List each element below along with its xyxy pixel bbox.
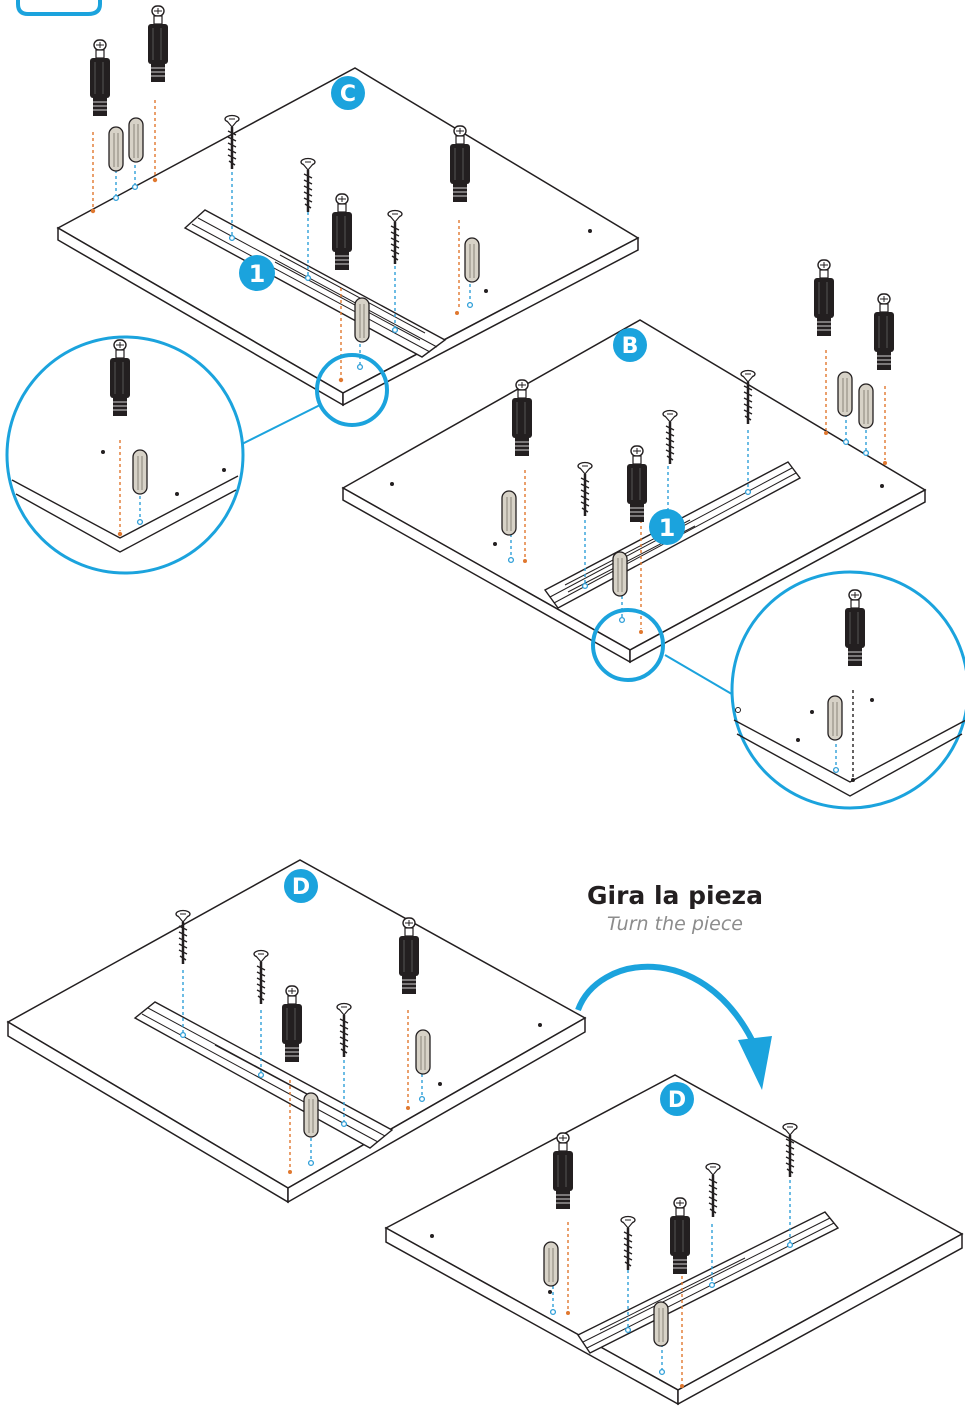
panel-label-d-top-badge [284,869,318,903]
rail-c [183,209,447,358]
dowel [501,490,517,536]
panel-label-c: C [340,82,356,107]
dowel [128,117,144,163]
step-number-b: 1 [659,514,676,542]
cam-bolt [89,39,111,117]
dowel [827,695,843,741]
panel-b: B 1 [341,259,927,664]
dowel [415,1029,431,1075]
dowel [464,237,480,283]
panel-label-c-badge [331,76,365,110]
dowel [108,126,124,172]
panel-label-b: B [622,334,639,359]
curved-arrow-icon [575,963,772,1090]
dowel [858,383,874,429]
instruction-subtitle: Turn the piece [606,913,743,935]
turn-instruction: Gira la pieza Turn the piece [560,880,790,936]
cam-bolt [147,5,169,83]
panel-label-d-bottom: D [668,1088,686,1113]
zoom-detail-b [591,570,965,810]
instruction-title: Gira la pieza [587,881,763,910]
cam-bolt [873,293,895,371]
dowel [612,551,628,597]
dowel [303,1092,319,1138]
dowel [354,297,370,343]
dowel [653,1301,669,1347]
panel-label-d-top: D [292,875,310,900]
step-badge-b [649,509,685,545]
panel-d-bottom: D [384,1074,964,1406]
corner-tab [16,0,102,16]
dowel [837,371,853,417]
step-badge-c [239,255,275,291]
panel-label-d-bottom-badge [660,1082,694,1116]
cam-bolt [813,259,835,337]
zoom-detail-c [5,335,389,575]
step-number-c: 1 [249,260,266,288]
panel-d-top: D [6,859,587,1204]
dowel [543,1241,559,1287]
panel-label-b-badge [613,328,647,362]
dowel [132,449,148,495]
panel-c: C 1 [56,5,640,407]
